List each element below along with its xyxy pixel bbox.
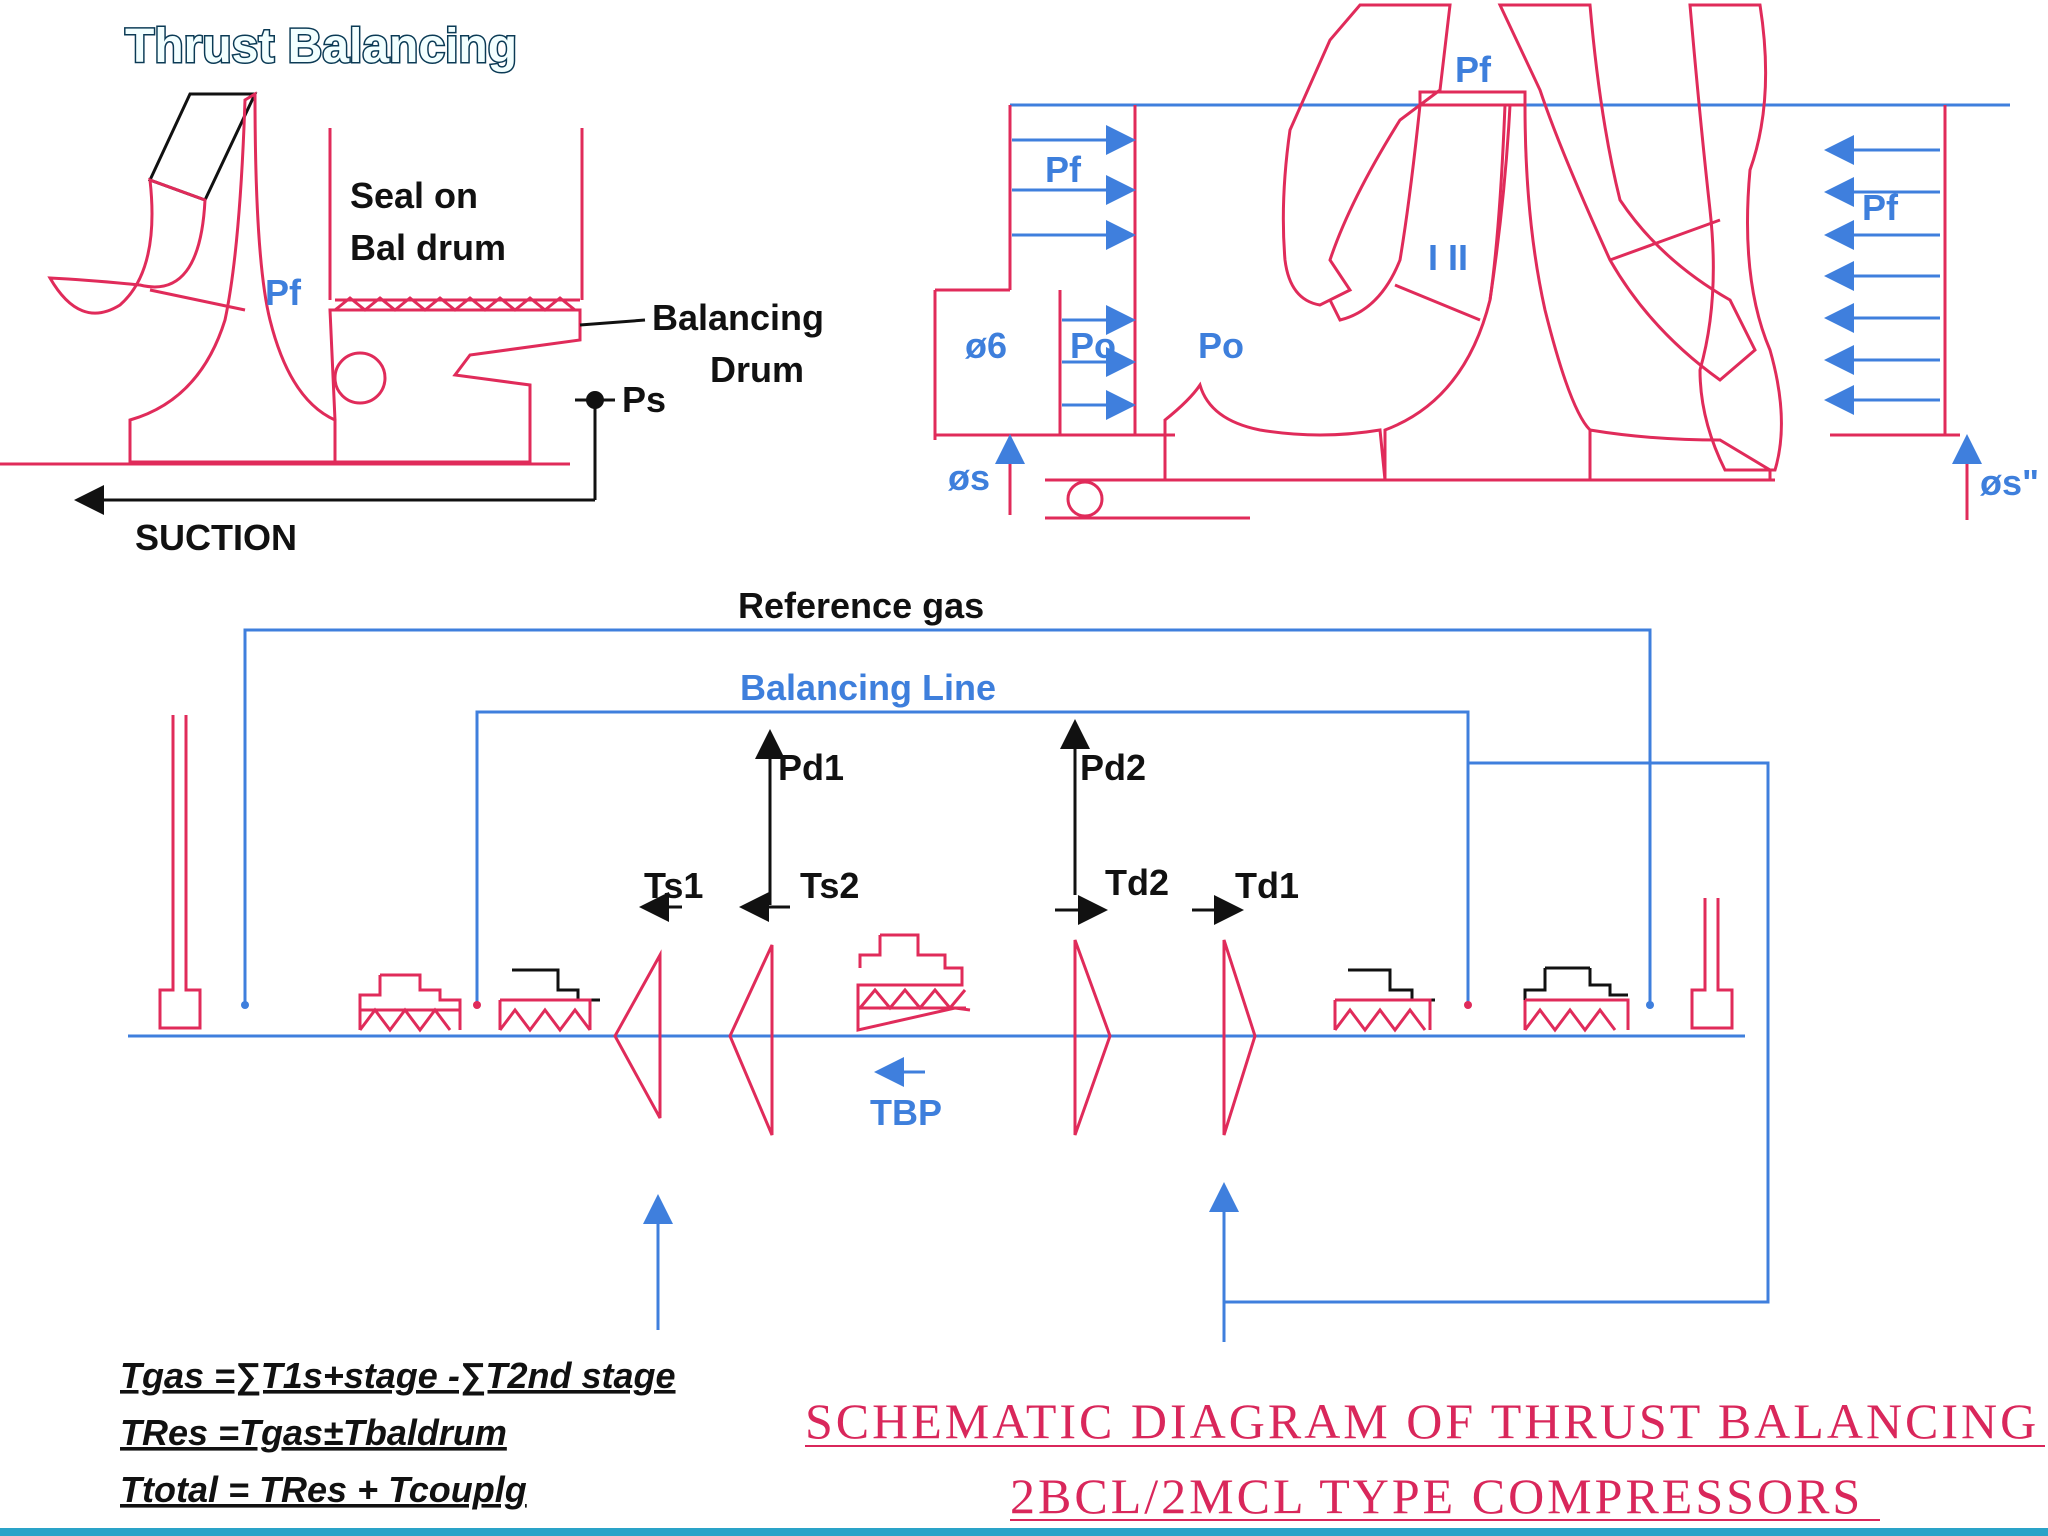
phi6-label: ø6	[965, 325, 1007, 366]
seal-left-2	[498, 968, 600, 1033]
bottom-border	[0, 1528, 2048, 1536]
reference-gas-line	[243, 628, 1652, 1005]
phis-label: øs	[948, 457, 990, 498]
thrust-schematic: Reference gas Balancing Line Pd1 Pd2 Ts1…	[128, 585, 1770, 1342]
pd1-label: Pd1	[778, 747, 844, 788]
balancing-drum-label-2: Drum	[710, 349, 804, 390]
impeller-1	[613, 949, 662, 1119]
diagram-caption: SCHEMATIC DIAGRAM OF THRUST BALANCING 2B…	[805, 1393, 2045, 1524]
equation-ttotal: Ttotal = TRes + Tcouplg	[120, 1469, 527, 1510]
seal-label-1: Seal on	[350, 175, 478, 216]
ts2-label: Ts2	[800, 865, 859, 906]
ps-label: Ps	[622, 379, 666, 420]
td2-label: Td2	[1105, 862, 1169, 903]
equation-tgas: Tgas =∑T1s+stage -∑T2nd stage	[120, 1355, 676, 1396]
equation-tres: TRes =Tgas±Tbaldrum	[120, 1412, 507, 1453]
pd2-label: Pd2	[1080, 747, 1146, 788]
pf-label-left: Pf	[265, 272, 302, 313]
impeller-2	[728, 944, 774, 1136]
balancing-line-label: Balancing Line	[740, 667, 996, 708]
po-label-2: Po	[1198, 325, 1244, 366]
balancing-drum-label-1: Balancing	[652, 297, 824, 338]
right-bearing	[1690, 898, 1734, 1030]
tbp-label: TBP	[870, 1092, 942, 1133]
caption-line-2: 2BCL/2MCL TYPE COMPRESSORS	[1010, 1468, 1863, 1524]
caption-line-1: SCHEMATIC DIAGRAM OF THRUST BALANCING	[805, 1393, 2039, 1449]
balancing-line	[475, 710, 1470, 1005]
impeller-3	[1073, 939, 1112, 1136]
impeller-4	[1222, 939, 1257, 1136]
balancing-return-line	[1222, 761, 1770, 1342]
pf-label-right-left: Pf	[1045, 149, 1082, 190]
seal-right-1	[1333, 968, 1435, 1033]
left-bearing	[158, 715, 202, 1030]
seal-left-1	[358, 973, 462, 1033]
pressure-distribution-section: Pf Pf Pf ø6 Po Po øs øs" I II	[933, 3, 2039, 520]
pf-label-right: Pf	[1862, 187, 1899, 228]
impeller-balancing-drum-section: Seal on Bal drum Pf Balancing Drum Ps SU…	[0, 91, 824, 558]
po-label-1: Po	[1070, 325, 1116, 366]
pf-label-top: Pf	[1455, 49, 1492, 90]
seal-center	[856, 933, 971, 1032]
thrust-equations: Tgas =∑T1s+stage -∑T2nd stage TRes =Tgas…	[120, 1355, 676, 1510]
reference-gas-label: Reference gas	[738, 585, 984, 626]
seal-right-2	[1523, 966, 1630, 1033]
stage-marks: I II	[1428, 237, 1468, 278]
suction-label: SUCTION	[135, 517, 297, 558]
phis2-label: øs"	[1980, 462, 2039, 503]
td1-label: Td1	[1235, 865, 1299, 906]
seal-label-2: Bal drum	[350, 227, 506, 268]
page-title: Thrust Balancing	[125, 20, 517, 73]
ts1-label: Ts1	[644, 865, 703, 906]
